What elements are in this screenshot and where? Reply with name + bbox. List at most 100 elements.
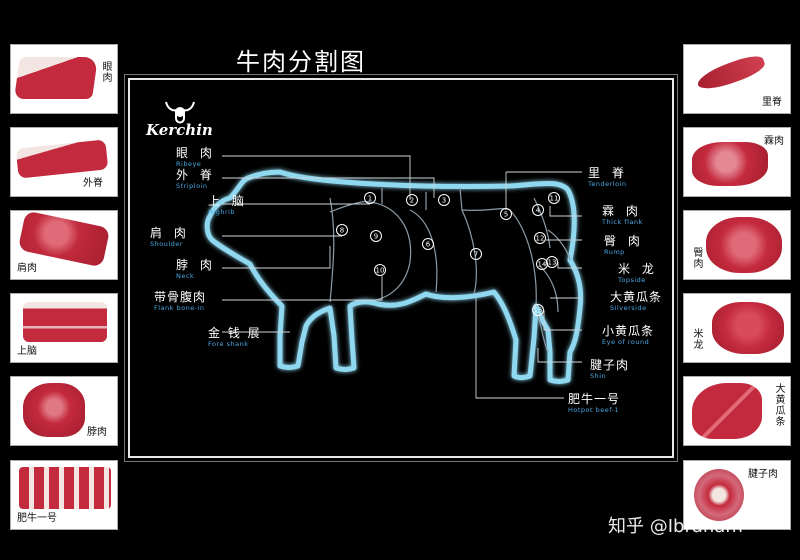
meat-photo-neck xyxy=(23,383,85,437)
label-shin: 腱子肉 Shin xyxy=(590,358,629,381)
label-shoulder-zh: 肩 肉 xyxy=(150,226,190,240)
marker-13-text: 13 xyxy=(548,259,557,267)
label-thick-flank: 霖 肉 Thick flank xyxy=(602,204,643,227)
label-neck-zh: 脖 肉 xyxy=(176,258,216,272)
marker-5-text: 5 xyxy=(504,211,508,219)
meat-photo-rump xyxy=(706,217,782,273)
label-shoulder: 肩 肉 Shoulder xyxy=(150,226,190,249)
label-topside: 米 龙 Topside xyxy=(618,262,658,285)
label-tenderloin: 里 脊 Tenderloin xyxy=(588,166,628,189)
card-hotpot: 肥牛一号 xyxy=(10,460,118,530)
marker-1-text: 1 xyxy=(368,195,372,203)
page-title: 牛肉分割图 xyxy=(236,48,366,76)
meat-photo-striploin xyxy=(15,139,109,179)
card-label-hotpot: 肥牛一号 xyxy=(17,513,57,524)
label-thickflank-zh: 霖 肉 xyxy=(602,204,642,218)
label-hotpot-beef: 肥牛一号 Hotpot beef-1 xyxy=(568,392,620,415)
label-silverside-en: Silverside xyxy=(610,304,647,312)
marker-2: 2 xyxy=(406,194,418,206)
meat-photo-shoulder xyxy=(17,211,111,268)
card-label-thickflank: 霖肉 xyxy=(764,136,784,147)
card-tenderloin: 里脊 xyxy=(683,44,791,114)
label-topside-zh: 米 龙 xyxy=(618,262,658,276)
card-label-neck: 脖肉 xyxy=(87,427,107,438)
label-ribeye-zh: 眼 肉 xyxy=(176,146,216,160)
marker-11-text: 11 xyxy=(550,195,559,203)
marker-3: 3 xyxy=(438,194,450,206)
label-highrib: 上 脑 Highrib xyxy=(208,194,248,217)
label-striploin: 外 脊 Striploin xyxy=(176,168,216,191)
label-tenderloin-zh: 里 脊 xyxy=(588,166,628,180)
meat-photo-topside xyxy=(712,302,784,354)
meat-photo-ribeye xyxy=(14,57,98,99)
label-highrib-en: Highrib xyxy=(208,208,236,216)
label-hotpot-en: Hotpot beef-1 xyxy=(568,406,620,414)
label-highrib-zh: 上 脑 xyxy=(208,194,248,208)
meat-photo-thickflank xyxy=(692,142,768,186)
card-label-tenderloin: 里脊 xyxy=(762,97,782,108)
card-topside: 米龙 xyxy=(683,293,791,363)
label-shoulder-en: Shoulder xyxy=(150,240,183,248)
label-shin-zh: 腱子肉 xyxy=(590,358,630,372)
marker-6: 6 xyxy=(422,238,434,250)
label-neck: 脖 肉 Neck xyxy=(176,258,216,281)
label-topside-en: Topside xyxy=(618,276,646,284)
meat-photo-shin xyxy=(694,469,744,521)
label-rump-en: Rump xyxy=(604,248,625,256)
label-eye-of-round: 小黄瓜条 Eye of round xyxy=(602,324,654,347)
marker-11: 11 xyxy=(548,192,560,204)
label-foreshank-en: Fore shank xyxy=(208,340,249,348)
label-eyeofround-en: Eye of round xyxy=(602,338,650,346)
card-label-silverside: 大黄瓜条 xyxy=(773,383,784,427)
meat-photo-hotpot xyxy=(19,467,111,509)
label-silverside-zh: 大黄瓜条 xyxy=(610,290,663,304)
label-rump: 臀 肉 Rump xyxy=(604,234,644,257)
marker-6-text: 6 xyxy=(426,241,431,249)
card-highrib: 上脑 xyxy=(10,293,118,363)
marker-13: 13 xyxy=(546,256,558,268)
marker-8: 8 xyxy=(336,224,348,236)
marker-14: 14 xyxy=(536,258,548,270)
label-silverside: 大黄瓜条 Silverside xyxy=(610,290,662,313)
card-label-rump: 臀肉 xyxy=(691,247,702,269)
card-label-shin: 腱子肉 xyxy=(748,469,778,480)
label-flank-zh: 带骨腹肉 xyxy=(154,290,207,304)
marker-9: 9 xyxy=(370,230,382,242)
label-neck-en: Neck xyxy=(176,272,195,280)
label-tenderloin-en: Tenderloin xyxy=(588,180,627,188)
brand-logo-text: Kerchin xyxy=(146,121,213,139)
marker-7: 7 xyxy=(470,248,482,260)
cut-markers: 1 2 3 4 5 6 7 8 9 10 11 12 13 14 15 xyxy=(336,192,560,316)
marker-12: 12 xyxy=(534,232,546,244)
card-label-topside: 米龙 xyxy=(691,328,702,350)
marker-10: 10 xyxy=(374,264,386,276)
label-flank-en: Flank bone-in xyxy=(154,304,205,312)
marker-12-text: 12 xyxy=(536,235,545,243)
card-shin: 腱子肉 xyxy=(683,460,791,530)
card-striploin: 外脊 xyxy=(10,127,118,197)
label-ribeye: 眼 肉 Ribeye xyxy=(176,146,216,169)
marker-4-text: 4 xyxy=(536,207,541,215)
marker-7-text: 7 xyxy=(474,251,478,259)
marker-9-text: 9 xyxy=(374,233,378,241)
label-thickflank-en: Thick flank xyxy=(602,218,643,226)
card-label-ribeye: 眼肉 xyxy=(100,61,111,83)
label-hotpot-zh: 肥牛一号 xyxy=(568,392,621,406)
marker-8-text: 8 xyxy=(340,227,344,235)
card-label-shoulder: 肩肉 xyxy=(17,263,37,274)
label-flank-bone-in: 带骨腹肉 Flank bone-in xyxy=(154,290,206,313)
marker-15-text: 15 xyxy=(534,307,543,315)
label-striploin-zh: 外 脊 xyxy=(176,168,216,182)
cut-diagram-svg: 1 2 3 4 5 6 7 8 9 10 11 12 13 14 15 xyxy=(165,101,584,399)
meat-photo-highrib xyxy=(23,302,107,342)
marker-3-text: 3 xyxy=(442,197,446,205)
label-eyeofround-zh: 小黄瓜条 xyxy=(602,324,655,338)
card-shoulder: 肩肉 xyxy=(10,210,118,280)
card-label-highrib: 上脑 xyxy=(17,346,37,357)
brand-logo: Kerchin xyxy=(146,120,213,139)
label-rump-zh: 臀 肉 xyxy=(604,234,644,248)
marker-1: 1 xyxy=(364,192,376,204)
card-thickflank: 霖肉 xyxy=(683,127,791,197)
marker-4: 4 xyxy=(532,204,544,216)
cow-outline xyxy=(204,169,584,384)
